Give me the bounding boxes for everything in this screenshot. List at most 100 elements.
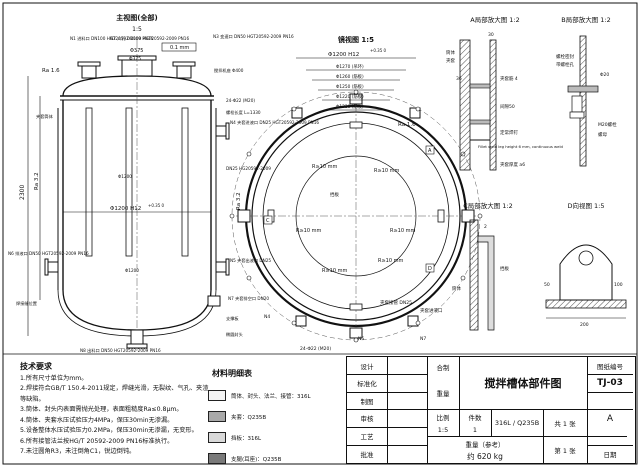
svg-text:Ra 3.2: Ra 3.2 [34, 172, 40, 190]
detail-b-title: B局部放大图 1:2 [561, 15, 611, 24]
tech-notes-title: 技术要求 [20, 362, 52, 371]
svg-text:挡板: 挡板 [500, 265, 509, 272]
svg-text:D: D [428, 266, 432, 272]
baffle-left [85, 107, 93, 257]
note-item: 4.筒体、夹套水压试验压力4MPa，保压30min无渗漏。 [20, 416, 174, 424]
svg-text:Φ1220 (筋板): Φ1220 (筋板) [336, 93, 364, 100]
tb-scale: 1:5 [437, 425, 449, 434]
svg-text:N5 夹套出液口 DN25: N5 夹套出液口 DN25 [230, 257, 271, 264]
svg-text:Φ1230 (筋板): Φ1230 (筋板) [336, 103, 364, 110]
svg-text:Φ375: Φ375 [129, 56, 141, 62]
detail-a-jacket [489, 39, 497, 171]
note-item: 5.设备整体水压试验压力0.2MPa，保压30min无渗漏，无变形。 [20, 427, 198, 434]
tb-sheet-no: 第 1 张 [554, 447, 576, 455]
note-item: 1.所有尺寸单位为mm。 [20, 374, 88, 382]
flatness-frame [161, 42, 197, 52]
legend-swatch [208, 453, 226, 464]
tb-drawing-no-label: 图纸编号 [597, 362, 623, 371]
svg-text:筒体: 筒体 [452, 285, 461, 292]
main-dia-label: Φ1200 H12 [110, 206, 141, 212]
svg-text:Fillet weld leg height 6 mm, c: Fillet weld leg height 6 mm, continuous … [478, 144, 564, 149]
legend-row: 夹套：Q235B [208, 406, 343, 427]
svg-text:R≥10 mm: R≥10 mm [312, 164, 337, 170]
view-d-title: D向视图 1:5 [567, 201, 604, 210]
view-d: D向视图 1:5 200 100 50 [544, 201, 627, 328]
main-view-title: 主视图(全部) [116, 13, 157, 22]
tb-company: 合制 [436, 364, 450, 372]
svg-text:R≥10 mm: R≥10 mm [322, 268, 347, 274]
nozzle-plan-n5 [295, 315, 307, 327]
svg-text:N3 变速口 DN50 HGT20592-2009 PN16: N3 变速口 DN50 HGT20592-2009 PN16 [213, 33, 294, 40]
tb-standardize: 标准化 [357, 380, 377, 388]
svg-text:A: A [428, 148, 432, 154]
mirror-view: 镜视图 1:5 Φ1200 H12 +0.35 0 [229, 35, 483, 352]
svg-text:R≥10 mm: R≥10 mm [390, 228, 415, 234]
svg-text:R≥10 mm: R≥10 mm [374, 168, 399, 174]
svg-text:+0.35 0: +0.35 0 [370, 48, 387, 53]
svg-text:30: 30 [488, 32, 494, 38]
detail-b-bolt [571, 95, 583, 113]
detail-c-shell [469, 219, 479, 331]
nozzle-n5 [215, 261, 227, 273]
ra-top: Ra 1.6 [42, 68, 60, 74]
tb-scale-label: 比例 [436, 413, 450, 422]
svg-text:DN25 HG20592-2009: DN25 HG20592-2009 [226, 166, 271, 171]
legend-swatch [208, 390, 226, 401]
note-item: 2.焊接符合GB/T 150.4-2011规定，焊缝光滑，无裂纹、气孔、夹渣等缺… [20, 385, 209, 403]
main-height-label: 2300 [19, 185, 26, 200]
svg-text:夹套进液口: 夹套进液口 [420, 307, 443, 314]
mirror-dia-label: Φ1200 H12 [328, 52, 359, 58]
svg-text:螺母: 螺母 [598, 131, 607, 138]
nozzle-n6 [47, 261, 59, 273]
svg-text:焊接缝位置: 焊接缝位置 [16, 300, 37, 307]
svg-text:夹套: 夹套 [446, 57, 455, 64]
nozzle-n7 [207, 295, 221, 307]
tb-mass-label: 重量（参考） [465, 440, 505, 449]
svg-text:50: 50 [544, 282, 550, 288]
svg-text:C: C [266, 218, 270, 224]
tb-review: 审核 [360, 415, 374, 423]
detail-c-baffle [477, 235, 495, 331]
tb-process: 工艺 [360, 433, 374, 441]
svg-text:带螺栓孔: 带螺栓孔 [556, 61, 574, 68]
view-d-lug [559, 244, 613, 301]
svg-text:R≥10 mm: R≥10 mm [296, 228, 321, 234]
svg-text:夹套筋 4: 夹套筋 4 [500, 75, 518, 82]
detail-c: C局部放大图 1:2 挡板 筒体 2 [452, 201, 513, 331]
tech-notes: 技术要求 1.所有尺寸单位为mm。 2.焊接符合GB/T 150.4-2011规… [20, 362, 210, 458]
drawing-number: TJ-03 [597, 378, 623, 388]
baffle-right [181, 107, 189, 257]
svg-text:R≥10 mm: R≥10 mm [378, 258, 403, 264]
svg-text:N8 出料口 DN50 HGT20592-2009 PN16: N8 出料口 DN50 HGT20592-2009 PN16 [80, 347, 161, 354]
drawing-name: 搅拌槽体部件图 [484, 377, 562, 390]
svg-text:定常焊钉: 定常焊钉 [500, 129, 518, 136]
svg-text:200: 200 [580, 322, 589, 328]
plan-baffle-right [437, 209, 445, 223]
tb-approve: 批准 [360, 451, 374, 459]
svg-text:螺栓密封: 螺栓密封 [556, 53, 574, 60]
tb-qty-label: 件数 [468, 413, 482, 422]
svg-text:挡板: 挡板 [330, 191, 339, 198]
main-view: 主视图(全部) 1:5 [8, 13, 319, 354]
svg-text:搅拌机座 Φ400: 搅拌机座 Φ400 [214, 67, 244, 74]
svg-text:M20螺栓: M20螺栓 [598, 121, 617, 128]
svg-text:N6 排液口 DN50 HGT20592-2009 PN16: N6 排液口 DN50 HGT20592-2009 PN16 [8, 250, 89, 257]
lug-right [461, 209, 475, 223]
svg-text:夹套筒体: 夹套筒体 [36, 113, 54, 120]
tb-weight-label: 重量 [436, 390, 450, 398]
title-block: 设计 标准化 制图 审核 工艺 批准 合制 重量 搅拌槽体部件图 图纸编号 TJ… [346, 356, 636, 464]
svg-text:+0.35 0: +0.35 0 [148, 203, 165, 208]
svg-text:N4: N4 [264, 314, 270, 320]
svg-text:Φ1250 (筋板): Φ1250 (筋板) [336, 83, 364, 90]
legend-row: 筒体、封头、法兰、接管：316L [208, 385, 343, 406]
svg-text:N2 人孔 DN100 HGT20592-2009 PN16: N2 人孔 DN100 HGT20592-2009 PN16 [110, 35, 189, 42]
drawing-border [2, 2, 638, 465]
svg-text:N7 夹套排空口 DN20: N7 夹套排空口 DN20 [228, 295, 269, 302]
svg-text:间隙50: 间隙50 [500, 103, 515, 110]
svg-text:100: 100 [614, 282, 623, 288]
note-item: 7.未注圆角R3，未注倒角C1，锐边倒钝。 [20, 448, 136, 455]
tb-date-label: 日期 [603, 451, 617, 459]
plan-baffle-bottom [349, 303, 363, 311]
baffle-center [125, 107, 133, 257]
